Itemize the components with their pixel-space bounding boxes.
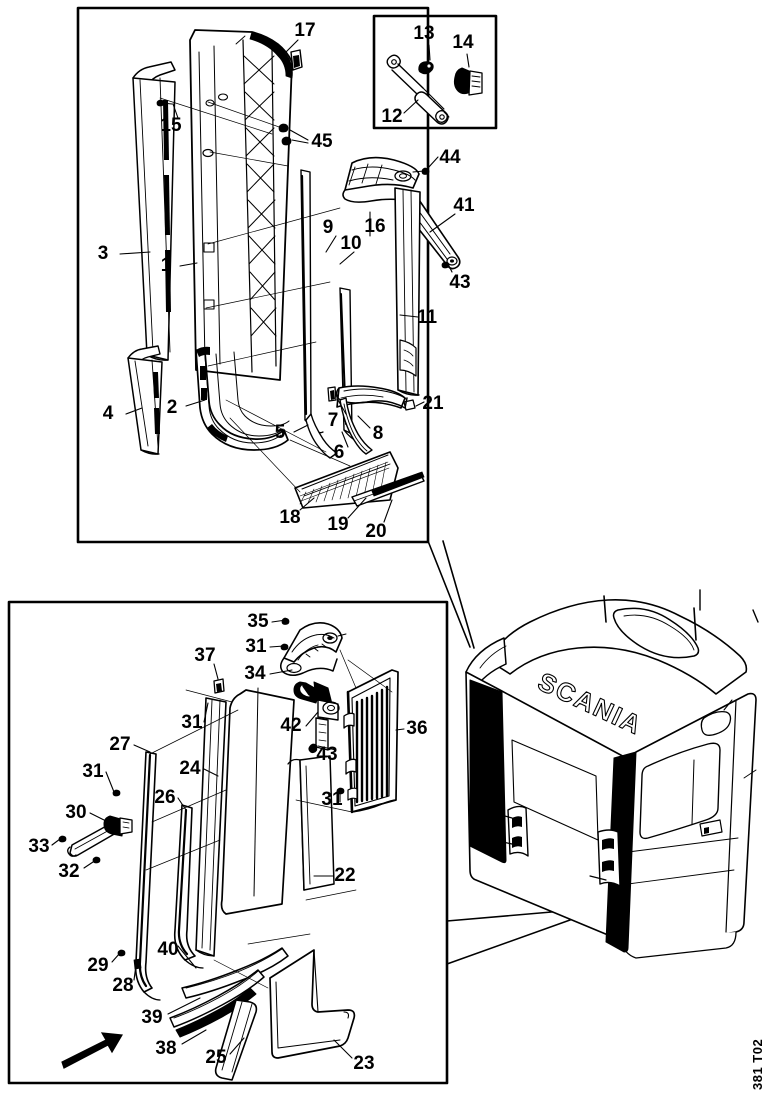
sheet-code-label: 381 T02 [750,1039,765,1090]
callout-30: 30 [65,802,86,823]
part-37-clip [213,678,225,694]
callout-26: 26 [154,787,175,808]
part-1-windscreen-pillar [189,29,293,381]
part-4-lower-cover [127,345,163,455]
callout-5: 5 [275,422,286,443]
part-6-lower-trim [339,397,373,455]
part-28-fastener [133,958,142,970]
callout-17: 17 [294,20,315,41]
callout-35: 35 [247,611,269,632]
part-25-corner-trim [214,999,258,1081]
callout-38: 38 [155,1038,176,1059]
callout-19: 19 [327,514,348,535]
callout-10: 10 [340,233,361,254]
callout-12: 12 [381,106,402,127]
part-11-rear-pillar [394,187,421,396]
part-12-gas-strut [386,54,450,125]
callout-13: 13 [413,23,434,44]
callout-8: 8 [373,423,384,444]
callout-29: 29 [87,955,108,976]
callout-44: 44 [439,147,461,168]
callout-15: 15 [160,115,182,136]
callout-24: 24 [179,758,201,779]
part-17-clip [290,49,303,71]
callout-20: 20 [365,521,386,542]
upper-leader-lines [119,39,456,523]
callout-39: 39 [141,1007,162,1028]
callout-6: 6 [334,442,345,463]
callout-34: 34 [244,663,266,684]
part-30-support-arm [67,815,133,857]
part-3-pillar-cover [132,61,176,361]
cab-hinge-fittings [489,805,621,887]
callout-7: 7 [328,410,339,431]
callout-2: 2 [167,397,178,418]
part-31-fastener-d [112,789,121,797]
callout-11: 11 [417,307,438,328]
part-43-fastener-lower [309,743,318,751]
part-23-lower-quarter [269,949,356,1059]
callout-31-a: 31 [245,636,267,657]
part-7-clip [327,386,337,402]
part-9-trim-strip [300,169,324,434]
part-5-lower-pillar-trim [305,413,338,459]
callout-33: 33 [28,836,49,857]
callout-23: 23 [353,1053,374,1074]
part-22-quarter-panel [220,687,335,915]
inset-leaders [403,44,470,114]
part-29-fastener [117,949,126,957]
callout-31-c: 31 [82,761,104,782]
part-45-fasteners [278,123,292,146]
strut-inset-frame [372,14,498,130]
part-44-fastener [421,167,430,175]
lower-leader-lines [51,619,405,1059]
callout-3: 3 [98,243,109,264]
callout-9: 9 [323,217,334,238]
callout-25: 25 [205,1047,227,1068]
upper-panel-frame [76,6,430,544]
part-40-lower-trim [181,947,289,999]
callout-28: 28 [112,975,133,996]
callout-27: 27 [109,734,130,755]
part-39-lower-trim [169,969,265,1028]
callout-36: 36 [406,718,427,739]
callout-31-d: 31 [321,789,343,810]
part-33-fastener [58,835,67,843]
callout-21: 21 [422,393,444,414]
part-36-air-vent [343,669,399,814]
callout-4: 4 [103,403,114,424]
callout-40: 40 [157,939,178,960]
callout-45: 45 [311,131,333,152]
callout-32: 32 [58,861,79,882]
callout-14: 14 [452,32,474,53]
callout-1: 1 [161,255,172,276]
callout-16: 16 [364,216,385,237]
part-35-fastener [281,617,290,625]
part-43-fastener-upper [441,261,450,269]
part-15-fastener [156,99,165,107]
part-13-clip [418,61,434,75]
callout-labels-lower: 35 31 37 34 31 42 36 43 27 24 31 31 26 3… [28,611,427,1074]
part-14-bracket [453,67,483,96]
cab-illustration: SCANIA [465,589,759,959]
callout-22: 22 [334,865,355,886]
callout-43-lower: 43 [316,744,337,765]
lower-panel-frame [7,600,449,1085]
part-20-sill-strip [371,471,425,497]
callout-31-b: 31 [181,712,203,733]
part-34-rear-hinge [280,622,347,676]
part-31-fastener-a [280,643,289,651]
callout-42: 42 [280,715,301,736]
callout-labels-upper: 17 13 14 12 15 45 44 41 9 16 10 3 1 43 1… [98,20,475,542]
callout-41: 41 [453,195,475,216]
part-8-lower-hinge [335,385,408,409]
assembly-direction-arrow [61,1032,123,1069]
callout-18: 18 [279,507,300,528]
part-26-inner-strip [173,804,204,969]
callout-37: 37 [194,645,215,666]
callout-43-upper: 43 [449,272,470,293]
part-24-pillar-trim [195,697,227,957]
